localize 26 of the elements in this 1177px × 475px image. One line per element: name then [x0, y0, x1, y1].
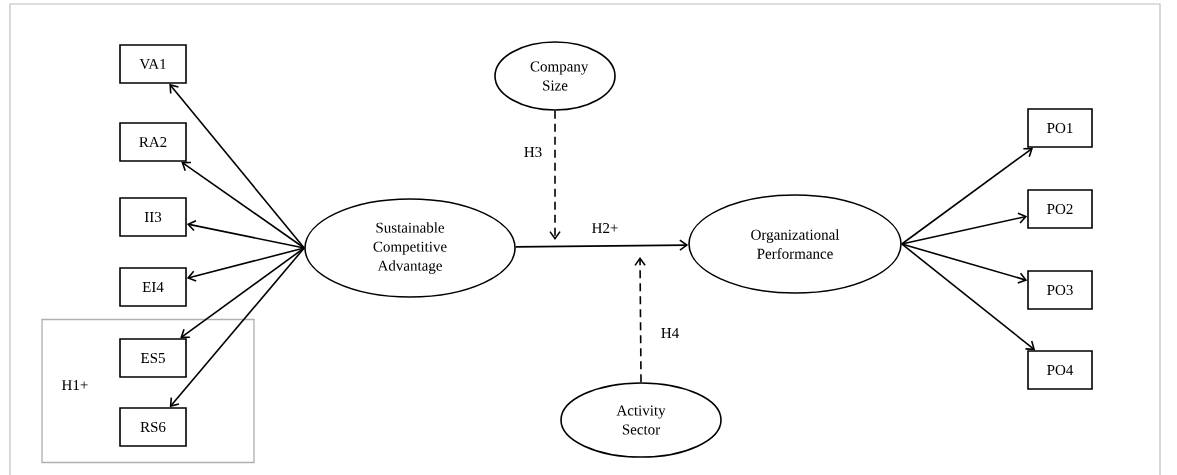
indicator-box: PO4: [1027, 350, 1093, 390]
arrow: [186, 247, 305, 282]
indicator-box: PO2: [1027, 189, 1093, 229]
arrow: [169, 83, 305, 249]
edge-label: H2+: [590, 222, 620, 234]
arrow: [901, 243, 1028, 284]
edge-label: H3: [522, 145, 544, 159]
dashed-arrow: [549, 110, 561, 240]
indicator-box: PO1: [1027, 108, 1093, 148]
indicator-box: RA2: [119, 122, 187, 162]
indicator-box: PO3: [1027, 270, 1093, 310]
arrow: [180, 247, 305, 339]
arrow: [901, 212, 1028, 245]
dashed-arrow: [634, 257, 646, 383]
edge-label: H4: [659, 327, 681, 339]
arrow: [181, 161, 305, 249]
indicator-box: VA1: [119, 44, 187, 84]
arrow: [901, 147, 1034, 245]
indicator-box: ES5: [119, 338, 187, 378]
arrow: [515, 239, 689, 251]
arrow: [169, 247, 305, 408]
indicator-box: II3: [119, 197, 187, 237]
indicator-box: RS6: [119, 407, 187, 447]
indicator-box: EI4: [119, 267, 187, 307]
arrow: [186, 219, 305, 249]
arrow: [901, 243, 1036, 351]
